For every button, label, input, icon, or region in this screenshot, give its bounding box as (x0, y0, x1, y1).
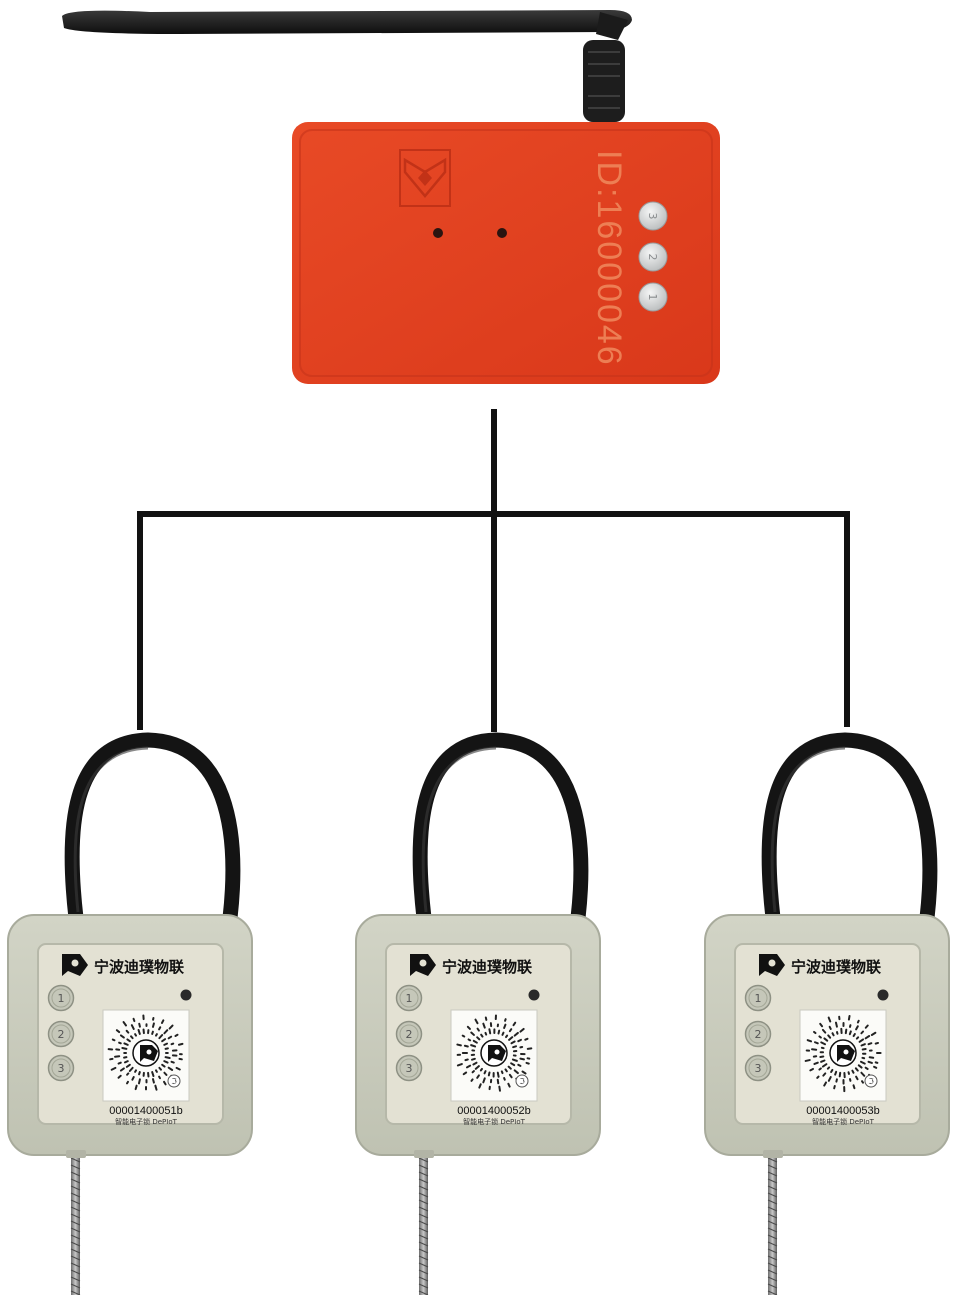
lock-footer-print: 智能电子锁 DePIoT (115, 1117, 177, 1126)
qr-code-icon: ℑ (102, 1009, 190, 1102)
gateway-button-label: 3 (646, 213, 659, 220)
brand-name: 宁波迪璞物联 (94, 958, 185, 976)
lock-serial-number: 00001400053b (806, 1105, 879, 1117)
gateway-device: 3 2 1 ID:16000046 (62, 10, 720, 384)
indicator-led (497, 228, 507, 238)
lock-button-1[interactable]: 1 (395, 984, 423, 1012)
svg-text:ℑ: ℑ (171, 1077, 177, 1086)
gateway-button-3[interactable]: 3 (638, 201, 668, 231)
lock-button-label: 2 (58, 1028, 65, 1041)
connection-lines (137, 409, 850, 732)
gateway-button-label: 2 (646, 254, 659, 261)
lock-button-3[interactable]: 3 (744, 1054, 772, 1082)
lock-button-1[interactable]: 1 (47, 984, 75, 1012)
lock-button-2[interactable]: 2 (744, 1020, 772, 1048)
gateway-button-2[interactable]: 2 (638, 242, 668, 272)
lock-button-label: 1 (755, 992, 762, 1005)
qr-code-icon: ℑ (799, 1009, 887, 1102)
svg-text:ℑ: ℑ (519, 1077, 525, 1086)
lock-serial-number: 00001400051b (109, 1105, 182, 1117)
status-led (877, 989, 889, 1001)
lock-button-3[interactable]: 3 (395, 1054, 423, 1082)
indicator-led (433, 228, 443, 238)
lock-serial-number: 00001400052b (457, 1105, 530, 1117)
lock-button-label: 2 (406, 1028, 413, 1041)
svg-text:ℑ: ℑ (868, 1077, 874, 1086)
brand-logo-icon (399, 149, 451, 207)
device-id-label: ID:16000046 (590, 150, 628, 367)
lock-button-label: 2 (755, 1028, 762, 1041)
lock-button-label: 1 (406, 992, 413, 1005)
lock-button-label: 3 (755, 1062, 762, 1075)
lock-button-2[interactable]: 2 (47, 1020, 75, 1048)
brand-name: 宁波迪璞物联 (791, 958, 882, 976)
lock-button-label: 3 (406, 1062, 413, 1075)
status-led (180, 989, 192, 1001)
brand-logo-icon (410, 954, 436, 976)
antenna-icon (62, 10, 632, 122)
brand-logo-icon (759, 954, 785, 976)
lock-footer-print: 智能电子锁 DePIoT (812, 1117, 874, 1126)
shackle-cable (412, 732, 589, 926)
gateway-button-1[interactable]: 1 (638, 282, 668, 312)
shackle-cable (64, 732, 241, 926)
gateway-button-label: 1 (646, 294, 659, 301)
qr-code-icon: ℑ (450, 1009, 538, 1102)
gateway-buttons: 3 2 1 (638, 201, 668, 312)
shackle-cable (761, 732, 938, 926)
lock-button-label: 3 (58, 1062, 65, 1075)
brand-name: 宁波迪璞物联 (442, 958, 533, 976)
brand-logo-icon (62, 954, 88, 976)
status-led (528, 989, 540, 1001)
lock-footer-print: 智能电子锁 DePIoT (463, 1117, 525, 1126)
lock-button-3[interactable]: 3 (47, 1054, 75, 1082)
lock-button-label: 1 (58, 992, 65, 1005)
lock-button-2[interactable]: 2 (395, 1020, 423, 1048)
lock-button-1[interactable]: 1 (744, 984, 772, 1012)
